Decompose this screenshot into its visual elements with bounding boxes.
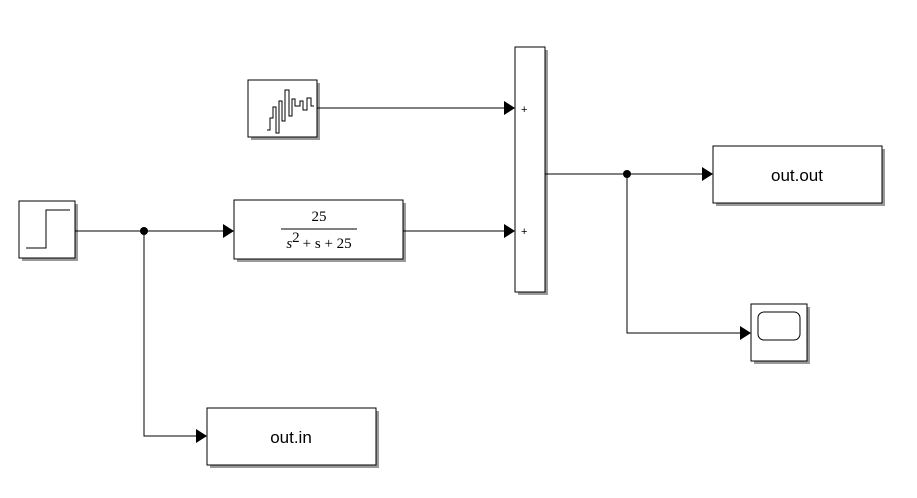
arrowhead [223,224,234,238]
to-workspace-in-block[interactable]: out.in [206,407,379,468]
arrowhead [504,101,515,115]
arrowhead [504,224,515,238]
sum-block[interactable]: + + [514,46,548,295]
scope-block[interactable] [750,303,810,364]
signal-lines [75,101,751,443]
random-number-block[interactable] [247,79,320,140]
to-workspace-out-block[interactable]: out.out [712,145,885,206]
transfer-fcn-numerator: 25 [312,209,327,225]
sum-port1-sign: + [521,104,527,116]
to-workspace-out-label: out.out [771,166,823,185]
to-workspace-in-label: out.in [270,428,312,447]
step-block[interactable] [18,200,78,261]
transfer-fcn-block[interactable]: 25 s2+ s + 25 [233,199,406,262]
arrowhead [740,326,751,340]
line-branch-to-out-in [143,231,196,437]
arrowhead [196,429,207,443]
sum-port2-sign: + [521,226,527,238]
scope-screen-icon [757,311,801,341]
line-branch-to-scope [626,174,740,334]
arrowhead [702,167,713,181]
step-icon [26,209,70,249]
random-signal-icon [267,89,314,134]
transfer-fcn-denominator: s2+ s + 25 [286,230,351,252]
